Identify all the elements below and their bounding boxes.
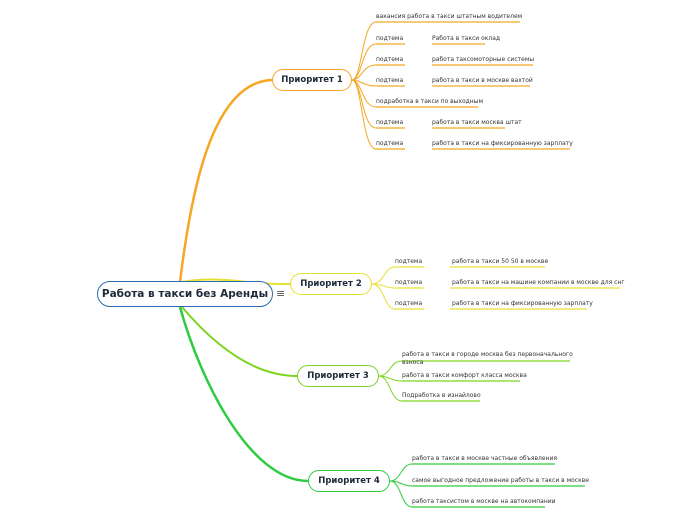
p1-connectors — [351, 21, 377, 150]
p3-leaf-2[interactable]: работа в такси комфорт класса москва — [402, 372, 527, 379]
p1-leaf-7-prefix[interactable]: подтема — [376, 140, 404, 147]
p1-leaf-3-prefix[interactable]: подтема — [376, 56, 404, 63]
menu-icon[interactable]: ≡ — [276, 287, 286, 300]
p1-leaf-3[interactable]: работа таксомоторные системы — [432, 56, 535, 63]
p4-connectors — [389, 463, 413, 508]
connector-root-p1 — [178, 78, 273, 283]
p2-connectors — [371, 266, 396, 310]
p1-leaf-4-prefix[interactable]: подтема — [376, 77, 404, 84]
p3-underlines — [402, 360, 570, 402]
p2-underlines — [395, 266, 620, 310]
branch-priority-3[interactable]: Приоритет 3 — [297, 365, 379, 387]
p1-leaf-2[interactable]: Работа в такси оклад — [432, 35, 501, 42]
connector-root-p3 — [181, 306, 298, 377]
p3-connectors — [378, 360, 403, 402]
p2-leaf-3-prefix[interactable]: подтема — [395, 300, 423, 307]
p4-underlines — [412, 463, 585, 508]
p2-leaf-1[interactable]: работа в такси 50 50 в москве — [452, 258, 549, 265]
root-node[interactable]: Работа в такси без Аренды — [97, 281, 273, 307]
p2-leaf-2[interactable]: работа в такси на машине компании в моск… — [452, 279, 625, 286]
p1-leaf-2-prefix[interactable]: подтема — [376, 35, 404, 42]
p2-leaf-1-prefix[interactable]: подтема — [395, 258, 423, 265]
p1-leaf-4[interactable]: работа в такси в москве вахтой — [432, 77, 533, 84]
p4-leaf-2[interactable]: самое выгодное предложение работы в такс… — [412, 477, 589, 484]
p1-leaf-1[interactable]: вакансия работа в такси штатным водителе… — [376, 13, 523, 20]
branch-priority-2[interactable]: Приоритет 2 — [290, 273, 372, 295]
p4-leaf-3[interactable]: работа таксистом в москве на автокомпани… — [412, 498, 556, 505]
p1-underlines — [376, 21, 570, 150]
p3-leaf-3[interactable]: Подработка в изнайлово — [402, 392, 481, 399]
p1-leaf-6-prefix[interactable]: подтема — [376, 119, 404, 126]
branch-priority-4[interactable]: Приоритет 4 — [308, 470, 390, 492]
p3-leaf-1[interactable]: работа в такси в городе москва без перво… — [402, 351, 573, 366]
branch-priority-1[interactable]: Приоритет 1 — [272, 69, 352, 91]
p1-leaf-7[interactable]: работа в такси на фиксированную зарплату — [432, 140, 573, 147]
connector-root-p2 — [181, 278, 291, 286]
connector-root-p4 — [178, 306, 309, 483]
p4-leaf-1[interactable]: работа в такси в москве частные объявлен… — [412, 455, 557, 462]
p1-leaf-6[interactable]: работа в такси москва штат — [432, 119, 522, 126]
p2-leaf-3[interactable]: работа в такси на фиксированную зарплату — [452, 300, 593, 307]
p2-leaf-2-prefix[interactable]: подтема — [395, 279, 423, 286]
p1-leaf-5[interactable]: подработка в такси по выходным — [376, 98, 483, 105]
